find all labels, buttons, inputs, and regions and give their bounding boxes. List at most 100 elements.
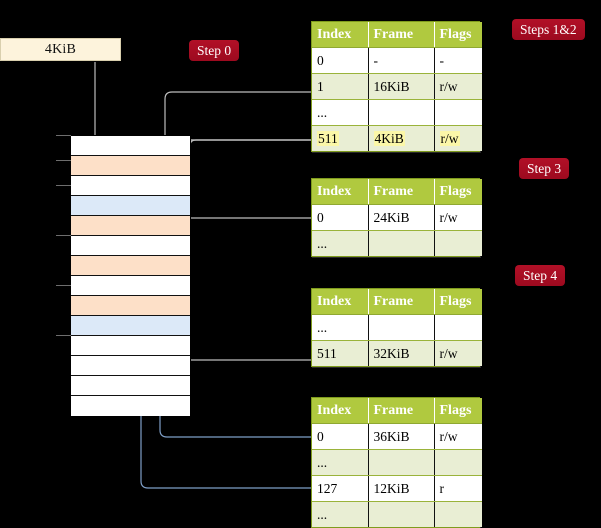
table-row: ... [312,99,482,126]
mem-tick [56,160,71,161]
highlighted-value: r/w [439,131,460,146]
source-frame-label: 4KiB [44,41,77,57]
memory-frame-row [71,276,190,296]
memory-frame-row [71,376,190,396]
highlighted-value: 511 [317,131,339,146]
table-cell-index: 511 [312,340,369,366]
badge-step-0-label: Step 0 [197,42,232,58]
column-header-frame: Frame [368,398,435,424]
table-row: 511 4KiB r/w [312,125,482,151]
table-cell-index: 0 [312,47,369,74]
table-cell-index: 511 [312,125,369,151]
table-cell-flags [434,99,482,126]
source-frame-box: 4KiB [0,38,121,61]
table-cell-frame: - [368,47,435,74]
table-cell-flags [434,230,482,256]
column-header-frame: Frame [368,289,435,315]
mem-tick [56,135,71,136]
memory-frame-row [71,256,190,276]
table-row: 0-- [312,47,482,74]
column-header-index: Index [312,22,369,48]
physical-memory-column [70,135,191,416]
table-row: ... [312,314,482,341]
table-cell-frame: 36KiB [368,423,435,450]
table-cell-frame: 16KiB [368,73,435,100]
memory-frame-row [71,196,190,216]
memory-frame-row [71,156,190,176]
mem-tick [56,185,71,186]
column-header-flags: Flags [434,179,482,205]
table-cell-flags: r/w [434,423,482,450]
mem-tick [56,285,71,286]
column-header-flags: Flags [434,289,482,315]
table-cell-index: ... [312,230,369,256]
badge-steps-1-2-label: Steps 1&2 [520,21,577,37]
memory-frame-row [71,236,190,256]
table-cell-index: 127 [312,475,369,502]
badge-steps-1-2: Steps 1&2 [512,19,585,40]
table-cell-frame: 24KiB [368,204,435,231]
table-cell-index: 0 [312,423,369,450]
mem-tick [56,235,71,236]
highlighted-value: 4KiB [373,131,405,146]
table-row: ... [312,501,482,527]
column-header-index: Index [312,289,369,315]
column-header-frame: Frame [368,179,435,205]
table-cell-frame [368,314,435,341]
mem-tick [56,335,71,336]
table-cell-flags: r/w [434,340,482,366]
table-cell-frame: 12KiB [368,475,435,502]
memory-frame-row [71,296,190,316]
table-cell-frame [368,449,435,476]
table-cell-flags [434,501,482,527]
table-cell-flags: r [434,475,482,502]
table-row: ... [312,449,482,476]
column-header-flags: Flags [434,398,482,424]
memory-frame-row [71,396,190,416]
table-cell-index: ... [312,449,369,476]
table-cell-index: 0 [312,204,369,231]
table-cell-frame [368,501,435,527]
table-cell-index: ... [312,501,369,527]
memory-frame-row [71,316,190,336]
column-header-flags: Flags [434,22,482,48]
table-row: ... [312,230,482,256]
memory-frame-row [71,216,190,236]
table-cell-flags: - [434,47,482,74]
table-cell-frame: 4KiB [368,125,435,151]
table-cell-flags [434,449,482,476]
table-cell-frame: 32KiB [368,340,435,366]
table-cell-flags [434,314,482,341]
memory-frame-row [71,356,190,376]
badge-step-3: Step 3 [519,158,570,179]
memory-frame-row [71,176,190,196]
badge-step-0: Step 0 [189,40,240,61]
memory-frame-row [71,136,190,156]
wire-t2-to-mem-a [178,322,312,361]
badge-step-3-label: Step 3 [527,160,562,176]
table-cell-flags: r/w [434,125,482,151]
column-header-index: Index [312,179,369,205]
badge-step-4-label: Step 4 [523,267,558,283]
table-cell-index: 1 [312,73,369,100]
badge-step-4: Step 4 [515,265,566,286]
wire-t1-to-mem [178,217,312,266]
table-cell-frame [368,99,435,126]
column-header-index: Index [312,398,369,424]
column-header-frame: Frame [368,22,435,48]
table-cell-flags: r/w [434,73,482,100]
table-cell-index: ... [312,99,369,126]
